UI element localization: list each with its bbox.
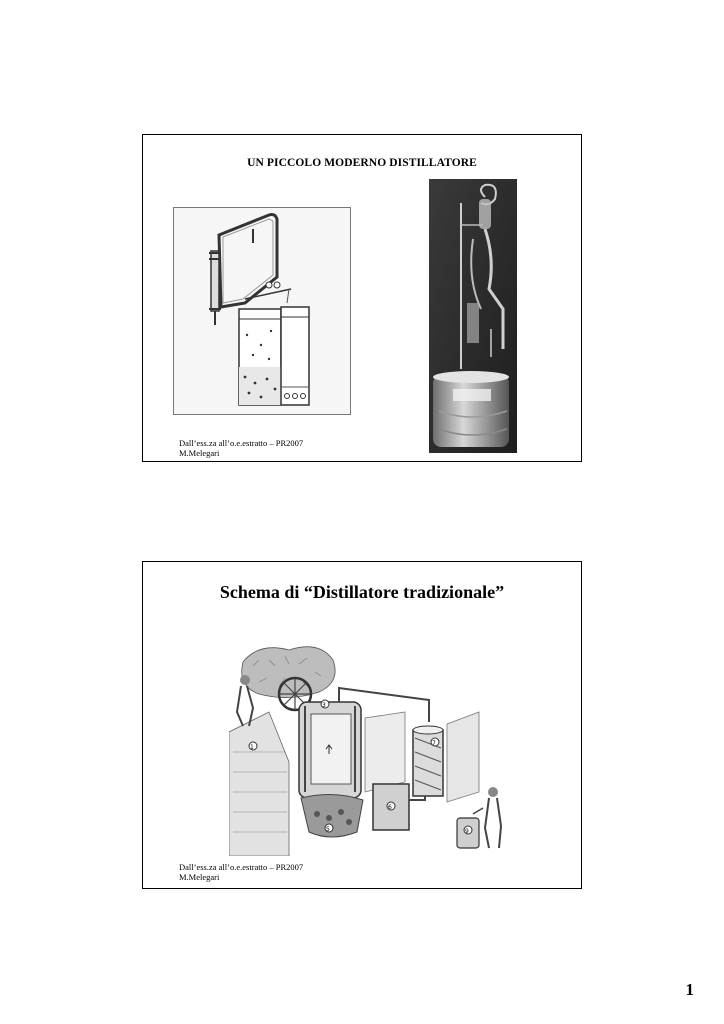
slide-modern-distiller: UN PICCOLO MODERNO DISTILLATORE bbox=[142, 134, 582, 462]
svg-text:3: 3 bbox=[322, 702, 326, 709]
svg-text:6: 6 bbox=[388, 804, 392, 811]
distiller-schematic-drawing bbox=[173, 207, 351, 415]
slide-title: UN PICCOLO MODERNO DISTILLATORE bbox=[247, 157, 477, 169]
svg-text:5: 5 bbox=[326, 826, 330, 833]
footer-author: M.Melegari bbox=[179, 448, 220, 458]
footer-source: Dall’ess.za all’o.e.estratto – PR2007 bbox=[179, 862, 304, 872]
slide-footer: Dall’ess.za all’o.e.estratto – PR2007 M.… bbox=[179, 438, 303, 458]
footer-author: M.Melegari bbox=[179, 872, 220, 882]
page-number: 1 bbox=[685, 980, 695, 999]
distiller-photo bbox=[429, 179, 517, 453]
svg-text:7: 7 bbox=[432, 740, 436, 747]
slide-title: Schema di “Distillatore tradizionale” bbox=[219, 582, 505, 602]
svg-text:9: 9 bbox=[465, 828, 469, 835]
slide-footer: Dall’ess.za all’o.e.estratto – PR2007 M.… bbox=[179, 862, 303, 882]
svg-text:1: 1 bbox=[250, 744, 254, 751]
traditional-distiller-illustration: 3 5 7 6 9 1 bbox=[229, 646, 503, 856]
slide-traditional-distiller: Schema di “Distillatore tradizionale” 3 bbox=[142, 561, 582, 889]
footer-source: Dall’ess.za all’o.e.estratto – PR2007 bbox=[179, 438, 304, 448]
